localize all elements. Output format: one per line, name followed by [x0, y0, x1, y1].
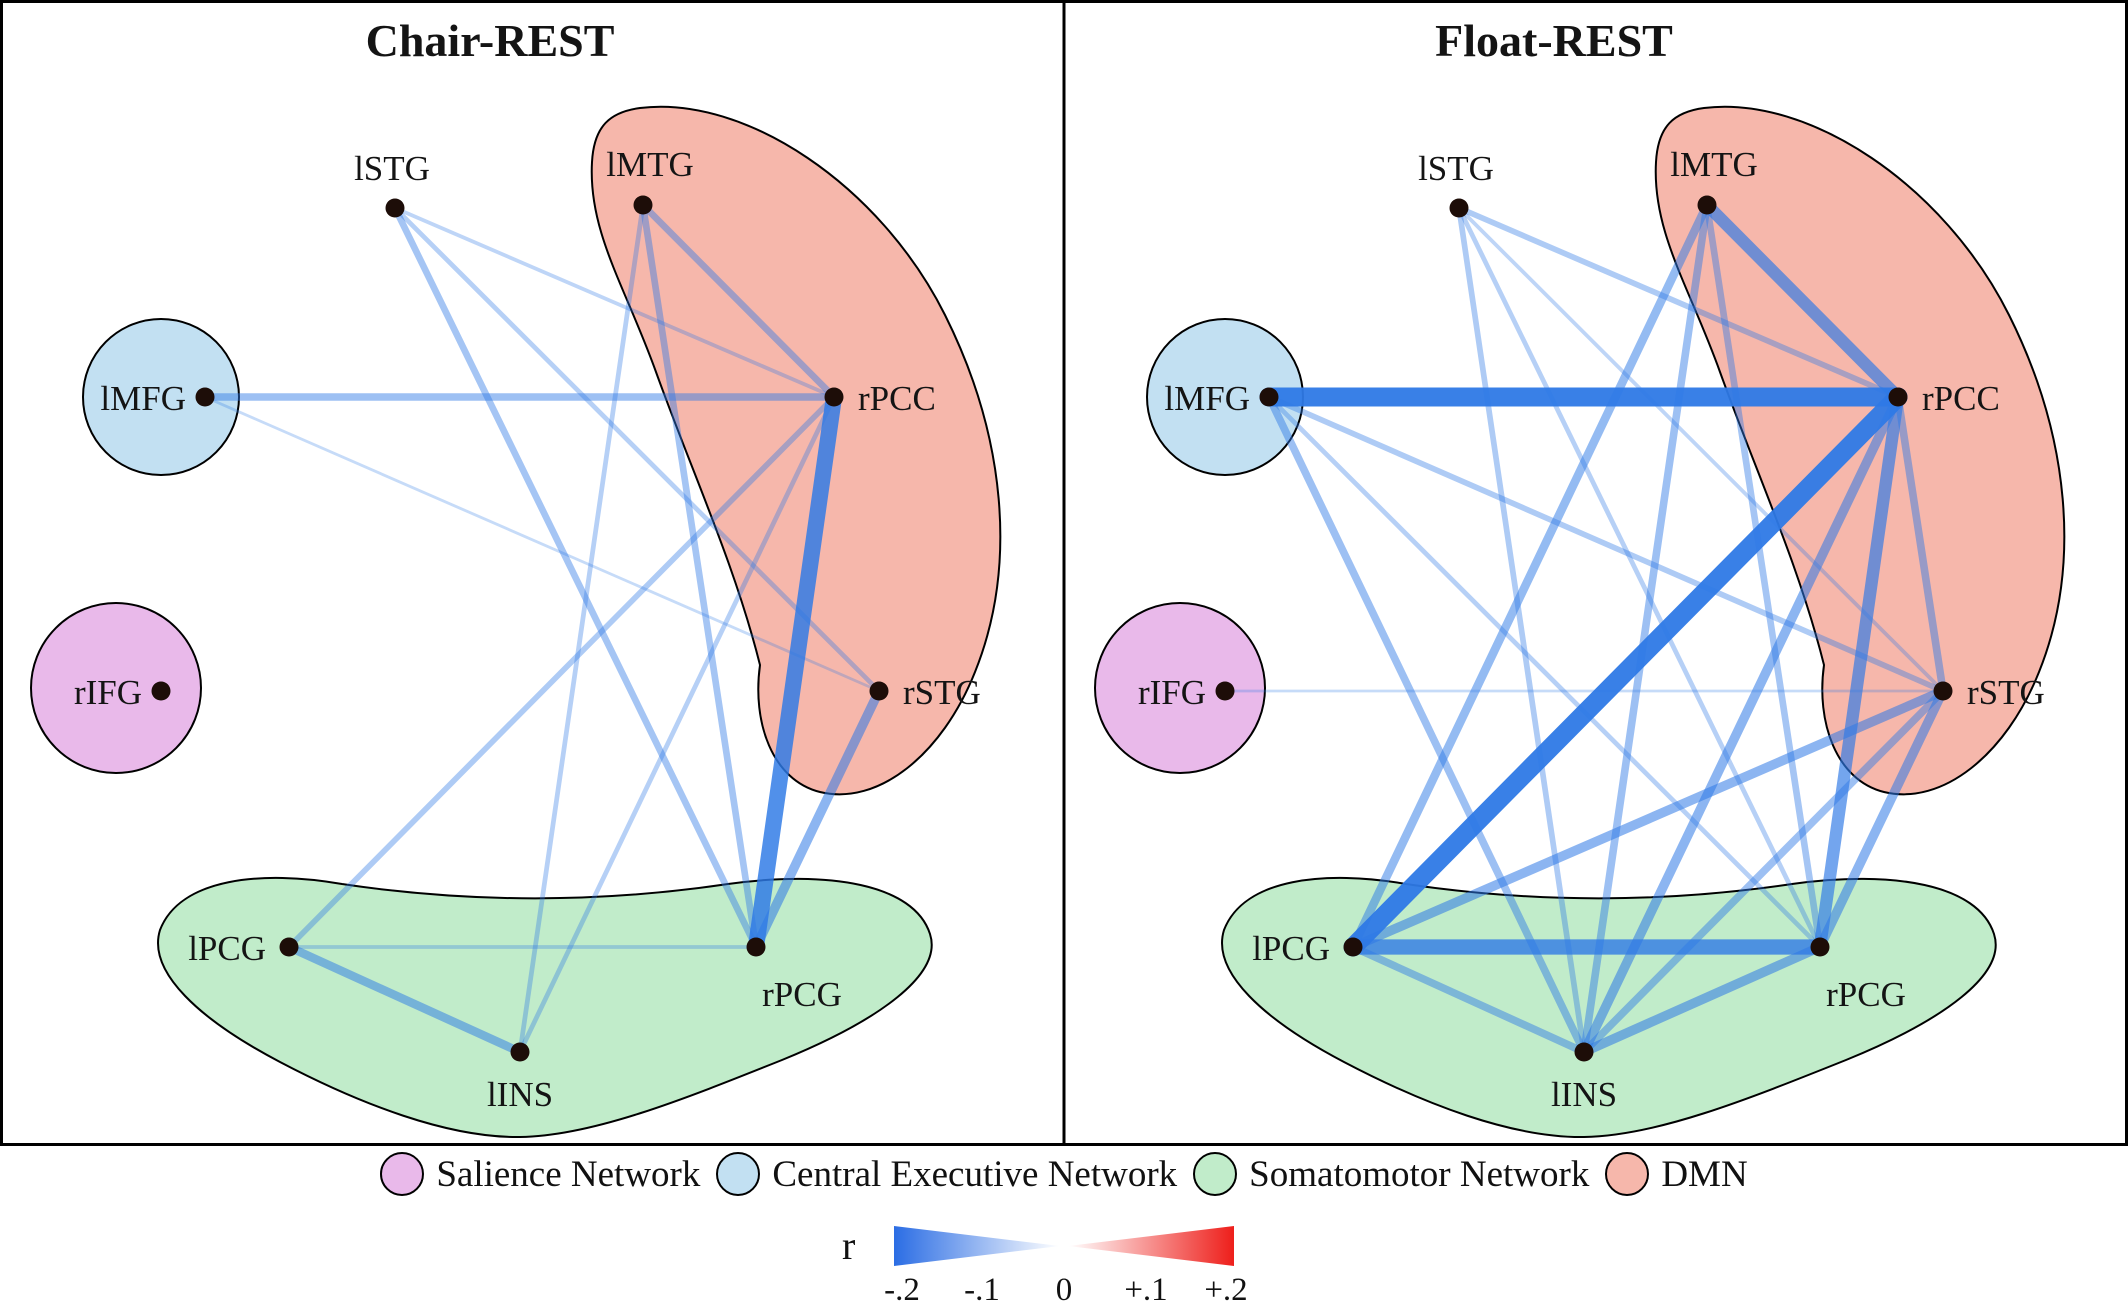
network-blob-cen — [82, 318, 240, 476]
node-lINS — [1574, 1042, 1594, 1062]
node-label-lPCG: lPCG — [188, 929, 266, 968]
edge-lPCG-lINS — [284, 942, 525, 1057]
edge-rSTG-rPCG — [751, 686, 884, 952]
node-rSTG — [1933, 681, 1953, 701]
edge-rPCC-rSTG — [1894, 393, 1947, 695]
network-legend: Salience Network Central Executive Netwo… — [0, 1152, 2128, 1196]
node-rSTG — [869, 681, 889, 701]
node-lSTG — [1449, 198, 1469, 218]
legend-item-salience: Salience Network — [380, 1152, 700, 1196]
node-label-lMFG: lMFG — [1164, 379, 1250, 418]
node-label-rPCC: rPCC — [1922, 379, 2000, 418]
edge-rSTG-rPCG — [1815, 686, 1948, 952]
node-label-rIFG: rIFG — [74, 673, 142, 712]
positive-r-wedge — [1068, 1226, 1234, 1266]
node-label-lSTG: lSTG — [354, 149, 430, 188]
colorbar-tick: 0 — [1055, 1272, 1073, 1308]
panel-chair-rest: lSTG lMTG lMFG rIFG rPCC rSTG lPCG lINS rPCG Chai… — [30, 15, 1002, 1139]
edge-lSTG-rPCG — [391, 204, 760, 951]
network-blob-salience — [30, 602, 202, 774]
legend-item-central-executive: Central Executive Network — [716, 1152, 1177, 1196]
node-rPCG — [1810, 937, 1830, 957]
legend-label-central-executive: Central Executive Network — [772, 1153, 1178, 1195]
edge-lMTG-lPCG — [1348, 200, 1712, 952]
panel-float-rest: lSTG lMTG lMFG rIFG rPCC rSTG lPCG lINS rPCG Floa… — [1094, 15, 2066, 1139]
panel-title-float-rest: Float-REST — [1435, 15, 1673, 66]
node-lINS — [510, 1042, 530, 1062]
edge-lMTG-lINS — [517, 202, 646, 1055]
panel-title-chair-rest: Chair-REST — [366, 15, 615, 66]
node-label-lINS: lINS — [1551, 1075, 1617, 1114]
node-lMTG — [633, 195, 653, 215]
central-executive-network-swatch — [716, 1152, 761, 1196]
connectivity-diagram: lSTG lMTG lMFG rIFG rPCC rSTG lPCG lINS rPCG Chai… — [0, 0, 2128, 1146]
node-label-lINS: lINS — [487, 1075, 553, 1114]
node-label-lSTG: lSTG — [1418, 149, 1494, 188]
network-blob-salience — [1094, 602, 1266, 774]
node-rPCC — [1888, 387, 1908, 407]
edge-rPCG-lINS — [1579, 942, 1825, 1057]
edge-lSTG-lINS — [1456, 205, 1587, 1055]
node-lPCG — [279, 937, 299, 957]
edge-lSTG-rPCC — [393, 206, 836, 399]
node-lSTG — [385, 198, 405, 218]
network-blob-somatomotor — [157, 876, 933, 1139]
node-lPCG — [1343, 937, 1363, 957]
node-label-rPCG: rPCG — [1826, 975, 1906, 1014]
edge-rPCC-lPCG — [286, 394, 837, 950]
node-rIFG — [1215, 681, 1235, 701]
node-label-rPCG: rPCG — [762, 975, 842, 1014]
colorbar-tick: +.1 — [1124, 1272, 1168, 1308]
edge-lPCG-lINS — [1349, 943, 1588, 1056]
edge-rSTG-lINS — [1580, 687, 1947, 1056]
colorbar-tick: +.2 — [1204, 1272, 1248, 1308]
somatomotor-network-swatch — [1193, 1152, 1238, 1196]
colorbar-tick: -.2 — [884, 1272, 920, 1308]
legend-item-dmn: DMN — [1605, 1152, 1748, 1196]
edge-lMTG-rPCG — [639, 201, 760, 951]
node-label-lPCG: lPCG — [1252, 929, 1330, 968]
edge-lMFG-rSTG — [203, 395, 881, 693]
node-label-lMTG: lMTG — [606, 145, 694, 184]
node-lMFG — [1259, 387, 1279, 407]
colorbar-r-label: r — [842, 1223, 856, 1268]
edge-lMTG-rPCG — [1703, 201, 1824, 951]
node-label-rPCC: rPCC — [858, 379, 936, 418]
dmn-swatch — [1605, 1152, 1650, 1196]
edge-rPCC-rPCG — [1813, 390, 1905, 954]
legend-item-somatomotor: Somatomotor Network — [1193, 1152, 1589, 1196]
edge-rPCC-rPCG — [747, 388, 843, 956]
colorbar-tick: -.1 — [964, 1272, 1000, 1308]
node-label-rSTG: rSTG — [903, 673, 981, 712]
edge-lSTG-rPCC — [1456, 205, 1901, 400]
node-label-lMTG: lMTG — [1670, 145, 1758, 184]
colorbar-ticks: -.2 -.1 0 +.1 +.2 — [884, 1272, 1248, 1310]
node-rPCC — [824, 387, 844, 407]
legend-label-salience: Salience Network — [436, 1153, 701, 1195]
legend-label-dmn: DMN — [1661, 1153, 1748, 1195]
edge-lMFG-rPCG — [1266, 394, 1823, 950]
negative-r-wedge — [894, 1226, 1060, 1266]
node-lMTG — [1697, 195, 1717, 215]
node-label-lMFG: lMFG — [100, 379, 186, 418]
edge-lMTG-rPCC — [1700, 198, 1905, 404]
edge-lMTG-rPCC — [639, 201, 838, 401]
node-rPCG — [746, 937, 766, 957]
edge-lMFG-rSTG — [1266, 394, 1946, 694]
edge-lMTG-lINS — [1580, 201, 1711, 1056]
legend-label-somatomotor: Somatomotor Network — [1249, 1153, 1590, 1195]
edge-rPCC-lPCG — [1343, 387, 1908, 957]
colorbar-gradient — [894, 1226, 1234, 1266]
node-lMFG — [195, 387, 215, 407]
network-blob-dmn — [590, 105, 1002, 796]
salience-network-swatch — [380, 1152, 425, 1196]
node-label-rIFG: rIFG — [1138, 673, 1206, 712]
edge-lSTG-rPCG — [1456, 205, 1823, 950]
edge-rPCC-lINS — [517, 394, 837, 1055]
node-rIFG — [151, 681, 171, 701]
node-label-rSTG: rSTG — [1967, 673, 2045, 712]
